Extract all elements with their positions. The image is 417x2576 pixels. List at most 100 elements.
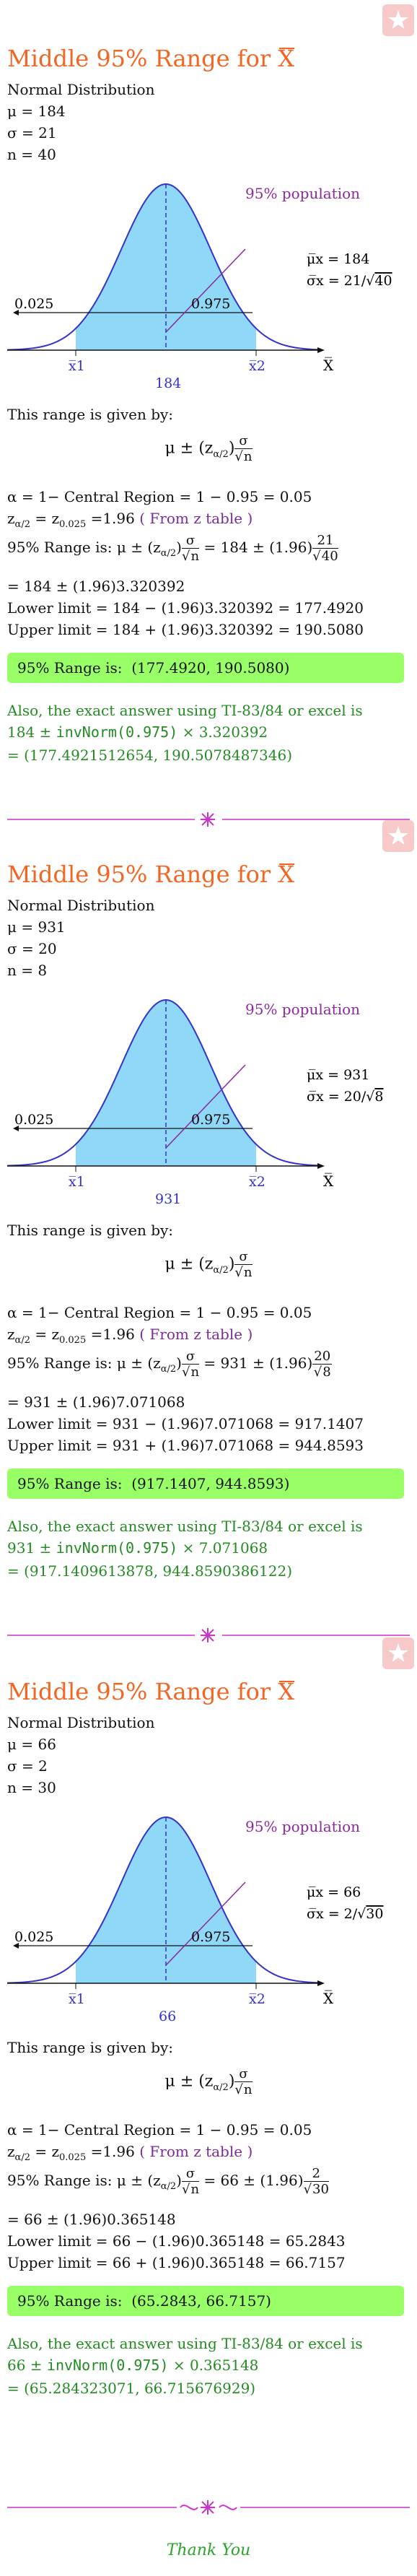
- exact-result: = (65.284323071, 66.715676929): [7, 2380, 256, 2397]
- given-by-text: This range is given by:: [7, 1222, 174, 1239]
- left-tail-arrow-head: [13, 310, 19, 316]
- ornament-icon: [201, 2500, 215, 2515]
- left-tail-label: 0.025: [14, 296, 53, 312]
- mean-value-label: 931: [155, 1191, 181, 1207]
- solution-section-3: Middle 95% Range for X Normal Distributi…: [0, 1633, 417, 2471]
- z-line: zα/2 = z0.025 =1.96 ( From z table ): [7, 510, 253, 530]
- mu-xbar-label: μ̅x = 66: [307, 1884, 361, 1900]
- logo-icon: [382, 820, 414, 852]
- exact-intro: Also, the exact answer using TI-83/84 or…: [7, 1518, 363, 1535]
- x-axis-arrow: [317, 347, 325, 353]
- z-line: zα/2 = z0.025 =1.96 ( From z table ): [7, 1326, 253, 1346]
- solution-section-2: Middle 95% Range for X Normal Distributi…: [0, 816, 417, 1653]
- x-axis-arrow: [317, 1980, 325, 1986]
- range-formula: μ ± (zα/2)σ√n: [164, 2066, 253, 2097]
- normal-curve: [7, 183, 318, 351]
- axis-label: X̅: [323, 1172, 334, 1190]
- left-tail-arrow-head: [13, 1943, 19, 1949]
- upper-limit-line: Upper limit = 184 + (1.96)3.320392 = 190…: [7, 621, 364, 638]
- alpha-line: α = 1− Central Region = 1 − 0.95 = 0.05: [7, 1304, 312, 1321]
- thank-you-text: Thank You: [166, 2541, 251, 2559]
- z-table-note: ( From z table ): [139, 1326, 253, 1343]
- upper-limit-line: Upper limit = 931 + (1.96)7.071068 = 944…: [7, 1437, 364, 1454]
- range-formula: μ ± (zα/2)σ√n: [164, 1249, 253, 1280]
- sigma-xbar-label: σ̅x = 2/√30: [307, 1906, 383, 1922]
- mu-line: μ = 931: [7, 918, 66, 936]
- mean-value-label: 66: [159, 2009, 176, 2024]
- range-calc-line: 95% Range is: μ ± (zα/2)σ√n = 931 ± (1.9…: [7, 1349, 333, 1380]
- logo-icon: [382, 4, 414, 36]
- x-axis-arrow: [317, 1163, 325, 1169]
- normal-curve-plot: 95% population μ̅x = 184 σ̅x = 21/√40 0.…: [7, 183, 392, 391]
- section-divider: [7, 1628, 410, 1642]
- x1-label: x̅1: [69, 1991, 85, 2007]
- sigma-line: σ = 21: [7, 124, 57, 142]
- result-value: (917.1407, 944.8593): [131, 1475, 290, 1492]
- upper-limit-line: Upper limit = 66 + (1.96)0.365148 = 66.7…: [7, 2254, 346, 2271]
- range-calc-line: 95% Range is: μ ± (zα/2)σ√n = 184 ± (1.9…: [7, 533, 338, 564]
- x1-label: x̅1: [69, 358, 85, 374]
- center-prob-label: 0.975: [191, 1929, 230, 1945]
- final-divider: [7, 2500, 410, 2515]
- section-title: Middle 95% Range for X: [7, 1678, 295, 1705]
- range-formula: μ ± (zα/2)σ√n: [164, 433, 253, 464]
- distribution-label: Normal Distribution: [7, 897, 155, 914]
- center-prob-label: 0.975: [191, 296, 230, 312]
- n-line: n = 30: [7, 1779, 56, 1796]
- z-table-note: ( From z table ): [139, 510, 253, 527]
- logo-icon: [382, 1637, 414, 1669]
- lower-limit-line: Lower limit = 184 − (1.96)3.320392 = 177…: [7, 599, 364, 617]
- normal-curve-plot: 95% population μ̅x = 931 σ̅x = 20/√8 0.0…: [7, 998, 383, 1207]
- sigma-over-root-n: σ√n: [234, 1249, 253, 1280]
- sigma-xbar-label: σ̅x = 20/√8: [307, 1089, 383, 1105]
- given-by-text: This range is given by:: [7, 406, 174, 423]
- mu-line: μ = 184: [7, 103, 66, 120]
- distribution-label: Normal Distribution: [7, 1714, 155, 1731]
- z-line: zα/2 = z0.025 =1.96 ( From z table ): [7, 2143, 253, 2163]
- x2-label: x̅2: [249, 1174, 265, 1190]
- sigma-over-root-n: σ√n: [234, 2066, 253, 2097]
- flourish-icon: [180, 2505, 237, 2510]
- exact-result: = (177.4921512654, 190.5078487346): [7, 747, 292, 764]
- alpha-line: α = 1− Central Region = 1 − 0.95 = 0.05: [7, 2121, 312, 2138]
- population-label: 95% population: [245, 185, 360, 202]
- left-tail-label: 0.025: [14, 1929, 53, 1945]
- result-box: 95% Range is: (65.2843, 66.7157): [7, 2286, 404, 2316]
- lower-limit-line: Lower limit = 931 − (1.96)7.071068 = 917…: [7, 1415, 364, 1432]
- mu-line: μ = 66: [7, 1736, 56, 1753]
- eval-line: = 66 ± (1.96)0.365148: [7, 2211, 176, 2228]
- mu-xbar-label: μ̅x = 931: [307, 1067, 369, 1083]
- title-xbar-symbol: X: [278, 861, 295, 888]
- n-line: n = 40: [7, 146, 56, 163]
- eval-line: = 931 ± (1.96)7.071068: [7, 1393, 185, 1411]
- population-label: 95% population: [245, 1818, 360, 1835]
- normal-curve-plot: 95% population μ̅x = 66 σ̅x = 2/√30 0.02…: [7, 1816, 383, 2024]
- sigma-xbar-label: σ̅x = 21/√40: [307, 273, 392, 289]
- sigma-line: σ = 2: [7, 1757, 48, 1775]
- sigma-over-root-n: σ√n: [234, 433, 253, 464]
- exact-result: = (917.1409613878, 944.8590386122): [7, 1562, 292, 1580]
- title-text: Middle 95% Range for: [7, 45, 278, 72]
- alpha-line: α = 1− Central Region = 1 − 0.95 = 0.05: [7, 488, 312, 505]
- x2-label: x̅2: [249, 358, 265, 374]
- title-xbar-symbol: X: [278, 45, 295, 72]
- center-prob-label: 0.975: [191, 1112, 230, 1128]
- exact-expression: 184 ± invNorm(0.975) × 3.320392: [7, 723, 268, 741]
- section-title: Middle 95% Range for X: [7, 861, 295, 888]
- title-xbar-symbol: X: [278, 1678, 295, 1705]
- mean-value-label: 184: [155, 375, 181, 391]
- range-calc-line: 95% Range is: μ ± (zα/2)σ√n = 66 ± (1.96…: [7, 2166, 329, 2197]
- sigma-line: σ = 20: [7, 940, 57, 957]
- z-table-note: ( From z table ): [139, 2143, 253, 2160]
- x2-label: x̅2: [249, 1991, 265, 2007]
- lower-limit-line: Lower limit = 66 − (1.96)0.365148 = 65.2…: [7, 2232, 346, 2250]
- result-value: (65.2843, 66.7157): [131, 2292, 271, 2310]
- mu-xbar-label: μ̅x = 184: [307, 251, 369, 267]
- normal-curve: [7, 1816, 318, 1984]
- axis-label: X̅: [323, 1989, 334, 2007]
- result-box: 95% Range is: (917.1407, 944.8593): [7, 1468, 404, 1499]
- left-tail-arrow-head: [13, 1126, 19, 1131]
- n-line: n = 8: [7, 962, 48, 979]
- exact-intro: Also, the exact answer using TI-83/84 or…: [7, 2335, 363, 2352]
- axis-label: X̅: [323, 356, 334, 374]
